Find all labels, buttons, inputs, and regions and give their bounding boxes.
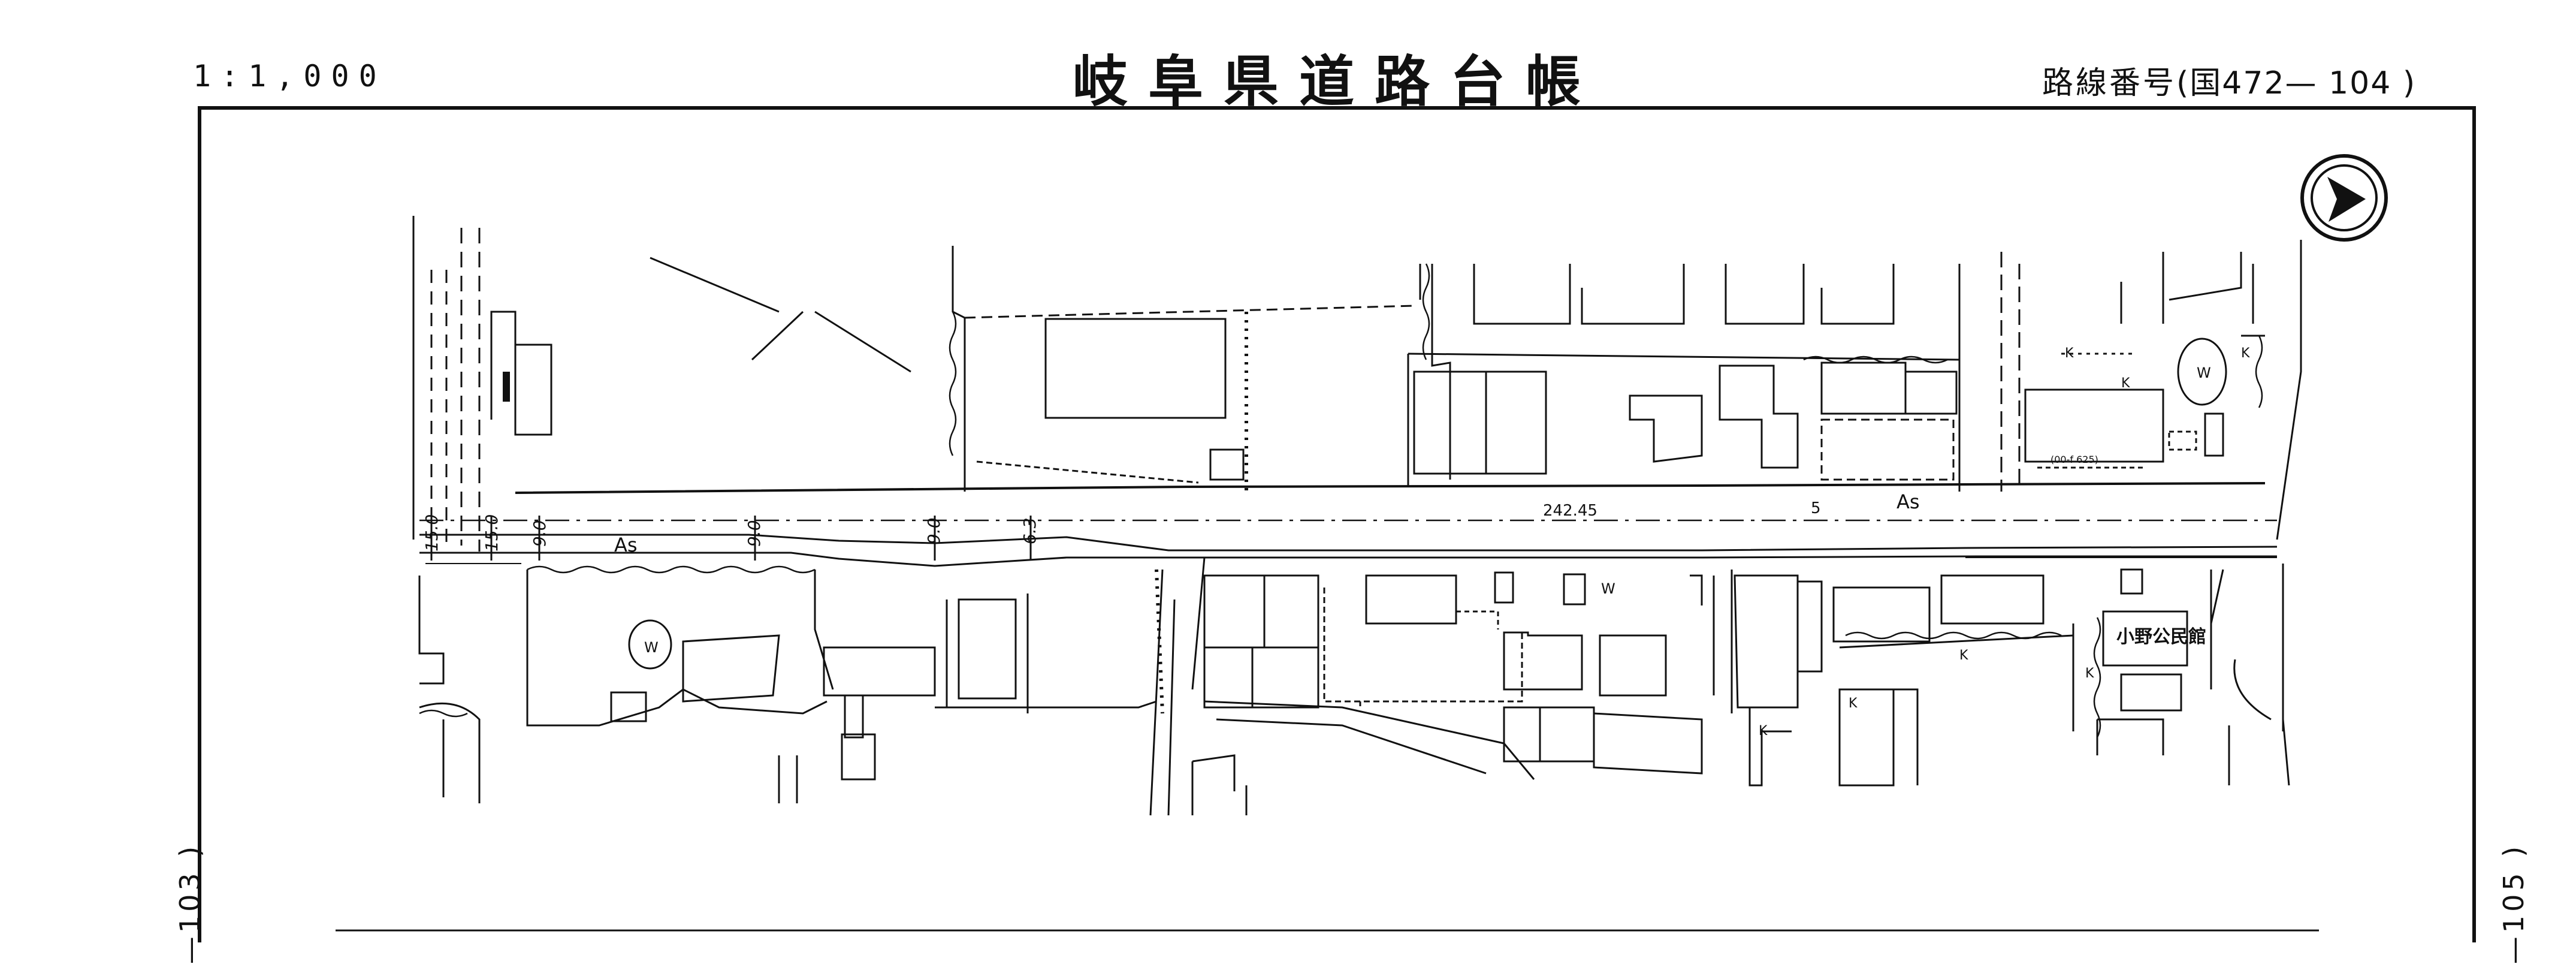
map-symbol: W xyxy=(2197,364,2211,381)
map-symbol: K xyxy=(2065,346,2074,361)
width-label: 9.0 xyxy=(744,520,764,547)
width-label: 9.0 xyxy=(924,517,944,544)
map-symbol: W xyxy=(644,639,659,656)
road-map: As As 242.45 5 小野公民館 (00-f 625) 15.0 15.… xyxy=(198,106,2476,942)
map-symbol: K xyxy=(2121,376,2130,391)
distance-label: 242.45 xyxy=(1543,502,1597,520)
width-label: 15.0 xyxy=(422,514,442,552)
map-scale: 1:1,000 xyxy=(193,59,386,94)
map-symbol: K xyxy=(2085,666,2094,681)
map-symbol: W xyxy=(1601,580,1615,597)
hall-name-label: 小野公民館 xyxy=(2116,626,2206,647)
point-label: 5 xyxy=(1811,499,1821,517)
sheet-frame xyxy=(198,106,2476,942)
width-marks xyxy=(430,516,1032,561)
route-label: 路線番号 xyxy=(2042,65,2177,101)
map-title: 岐阜県道路台帳 xyxy=(1073,50,1602,114)
code-label: (00-f 625) xyxy=(2050,454,2098,465)
width-label: 15.0 xyxy=(482,514,502,552)
width-label: 6.3 xyxy=(1020,517,1040,544)
main-road xyxy=(419,482,2278,567)
route-number-label: 路線番号(国472— 104 ) xyxy=(2042,58,2416,103)
road-surface-label-2: As xyxy=(1896,490,1920,513)
south-side-features xyxy=(418,240,2302,816)
map-symbol: K xyxy=(1959,648,1968,663)
vegetation-edges xyxy=(419,263,2263,738)
north-arrow-icon xyxy=(2300,154,2388,242)
map-symbol: K xyxy=(1849,696,1858,711)
map-symbol: K xyxy=(1759,724,1768,739)
route-number: (国472— 104 ) xyxy=(2176,65,2417,101)
width-label: 9.0 xyxy=(530,520,549,547)
map-symbol: K xyxy=(2241,346,2250,361)
north-side-features xyxy=(412,216,2265,552)
road-surface-label: As xyxy=(614,534,638,556)
